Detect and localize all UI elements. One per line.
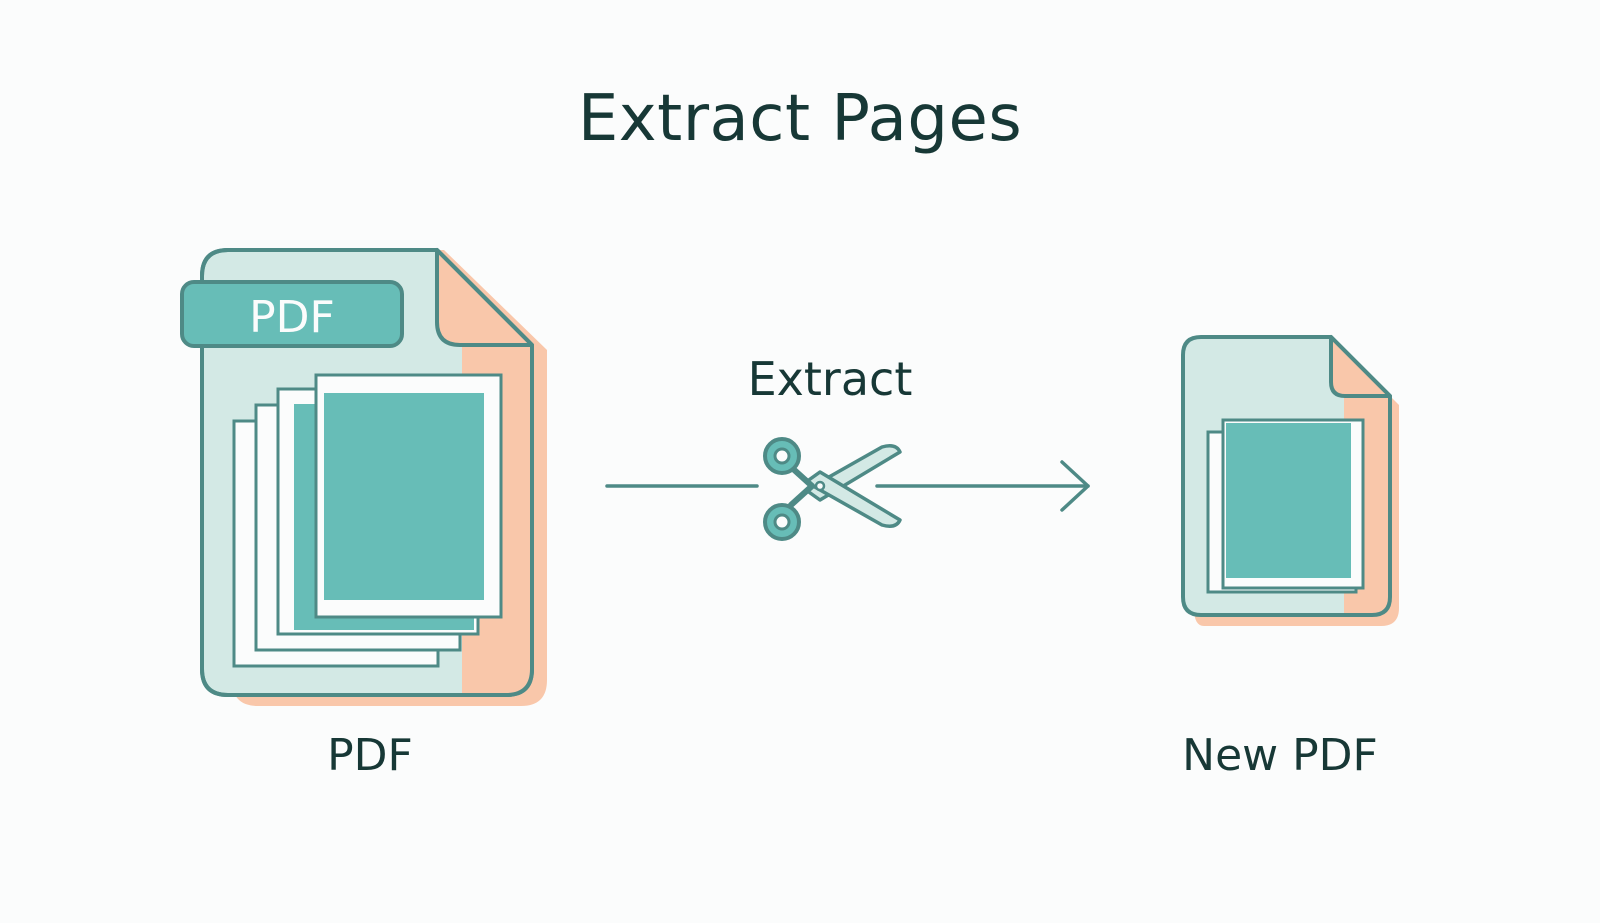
source-pdf-label: PDF bbox=[327, 730, 413, 781]
source-doc-fold bbox=[435, 248, 534, 347]
arrow-head-icon bbox=[1060, 460, 1090, 512]
new-pdf-icon bbox=[1181, 335, 1399, 626]
target-doc-fold bbox=[1329, 335, 1392, 398]
pdf-badge bbox=[180, 280, 404, 348]
pdf-stack-icon: PDF bbox=[180, 248, 547, 706]
extract-arrow bbox=[605, 460, 1090, 512]
new-pdf-label: New PDF bbox=[1182, 730, 1378, 781]
pdf-badge-text: PDF bbox=[249, 292, 335, 343]
diagram-title: Extract Pages bbox=[577, 82, 1023, 156]
extract-label: Extract bbox=[747, 352, 913, 406]
scissors-icon bbox=[763, 437, 902, 541]
